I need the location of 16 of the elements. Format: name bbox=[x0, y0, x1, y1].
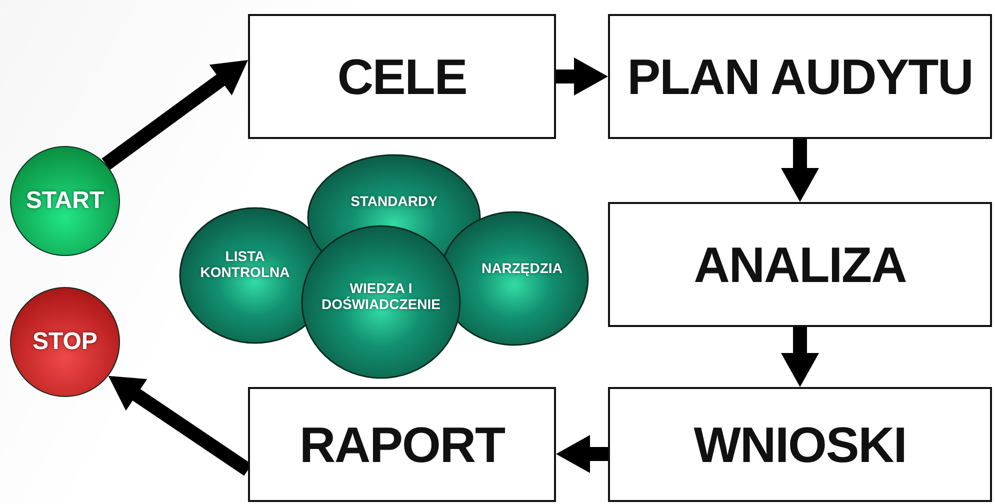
resource-label: STANDARDY bbox=[328, 193, 460, 210]
node-label: CELE bbox=[337, 48, 467, 106]
node-label: PLAN AUDYTU bbox=[627, 48, 973, 106]
node-label: ANALIZA bbox=[694, 236, 906, 294]
node-label: START bbox=[26, 188, 104, 214]
node-label: WNIOSKI bbox=[694, 416, 906, 474]
node-label: STOP bbox=[32, 328, 98, 356]
process-box bbox=[608, 202, 992, 327]
resource-label: LISTA KONTROLNA bbox=[200, 248, 290, 280]
node-label: RAPORT bbox=[299, 416, 505, 474]
resource-label: NARZĘDZIA bbox=[466, 260, 578, 276]
process-box bbox=[248, 387, 556, 502]
process-box bbox=[248, 14, 556, 139]
resource-label: WIEDZA I DOŚWIADCZENIE bbox=[310, 280, 452, 312]
process-box bbox=[608, 387, 992, 502]
process-box bbox=[608, 14, 992, 139]
